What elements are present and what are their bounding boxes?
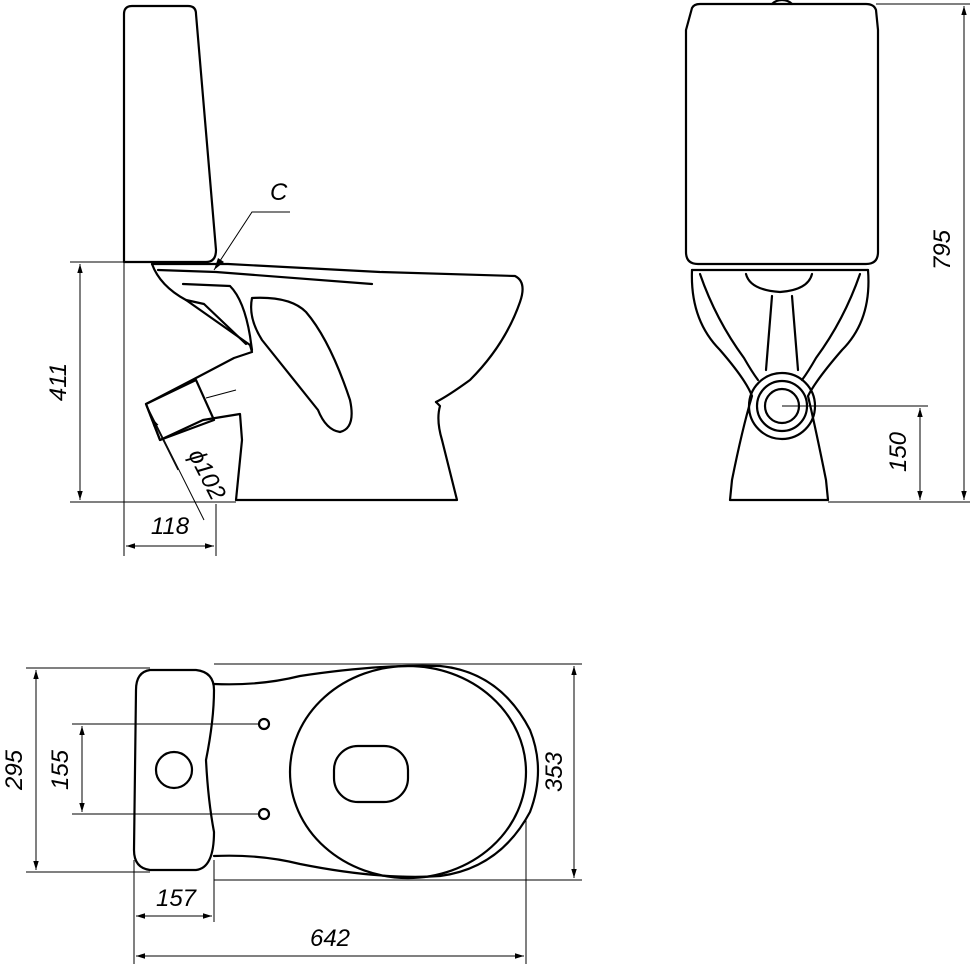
top-view-drain bbox=[332, 744, 410, 804]
side-view-bowl-cavity bbox=[250, 296, 353, 434]
dim-155: 155 bbox=[47, 749, 74, 790]
section-c-label: C bbox=[270, 179, 288, 206]
top-view-flush-button bbox=[154, 750, 194, 790]
side-view-outlet bbox=[144, 378, 216, 442]
side-view-tank bbox=[122, 4, 218, 264]
dim-150: 150 bbox=[885, 431, 912, 472]
dim-157: 157 bbox=[156, 885, 198, 912]
side-view-bowl-body bbox=[144, 262, 459, 502]
dim-phi102: ϕ102 bbox=[183, 445, 231, 505]
fixing-hole-lower bbox=[257, 807, 271, 821]
dim-642: 642 bbox=[310, 925, 350, 952]
side-view: C 411 118 ϕ102 bbox=[45, 4, 524, 556]
dim-118: 118 bbox=[151, 513, 190, 540]
top-view-bowl-outline bbox=[212, 664, 540, 878]
side-view-rim-line bbox=[156, 268, 374, 286]
top-view-seat bbox=[288, 664, 528, 880]
front-view: 795 150 bbox=[684, 0, 970, 503]
dim-795: 795 bbox=[929, 229, 956, 270]
side-view-trapway bbox=[181, 282, 254, 352]
dim-411: 411 bbox=[45, 363, 72, 401]
top-view: 295 155 353 157 642 bbox=[1, 663, 582, 964]
fixing-hole-upper bbox=[257, 717, 271, 731]
dim-353: 353 bbox=[541, 751, 568, 792]
side-view-seat bbox=[150, 262, 524, 404]
front-view-tank bbox=[684, 2, 880, 266]
top-view-tank bbox=[132, 668, 216, 872]
dim-295: 295 bbox=[1, 749, 28, 791]
front-view-bowl bbox=[690, 268, 870, 502]
